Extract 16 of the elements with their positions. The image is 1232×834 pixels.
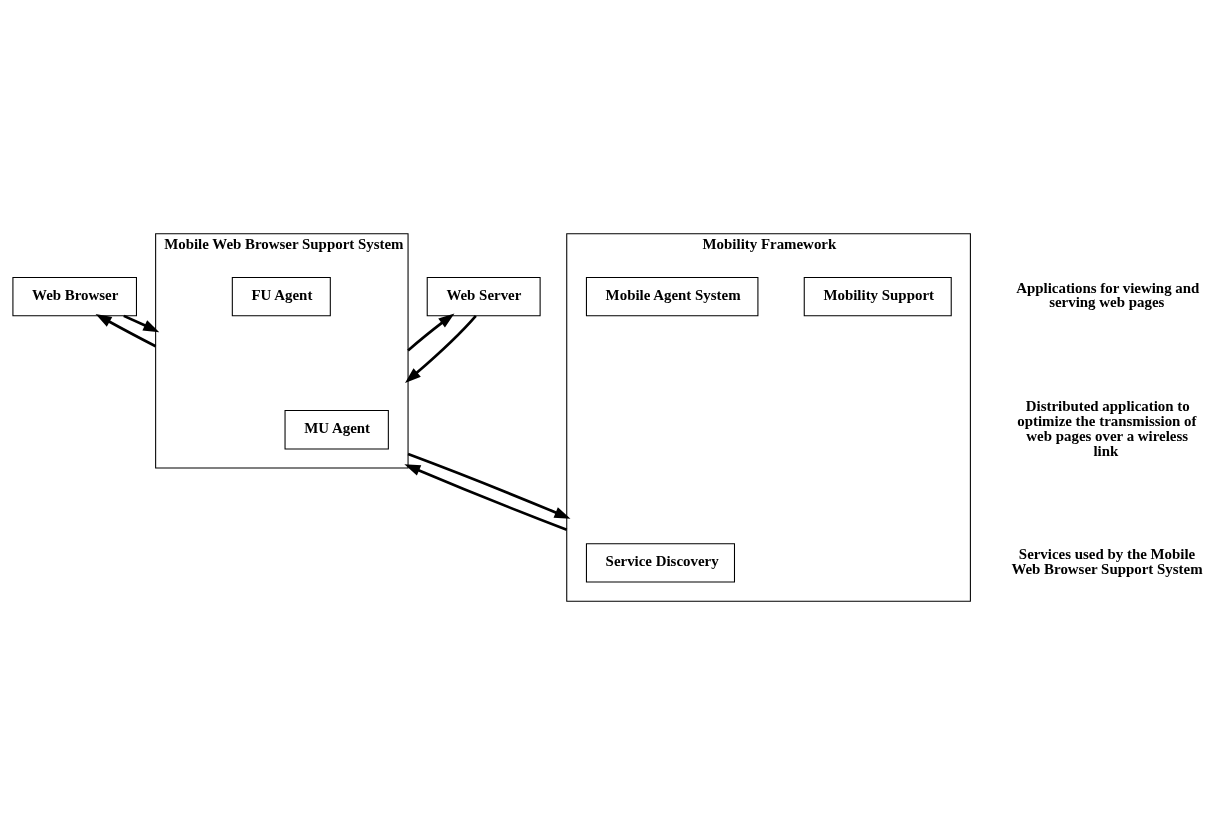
node-box: Service Discovery [585,542,736,583]
node-box: FU Agent [231,276,331,316]
arrow [407,313,455,351]
arrow [123,314,160,332]
node-box: Mobility Support [803,276,952,316]
node-box: Mobile Agent System [585,276,759,316]
node-box: MU Agent [284,409,389,449]
arrow [405,314,477,383]
arrow [95,313,157,347]
label: Services used by the Mobile Web Browser Support System [1011,545,1203,577]
arrow [407,452,571,519]
label: Applications for viewing and serving web pages [1016,279,1200,310]
label: Distributed application to optimize the transmission of web pages over a wireless link [1017,397,1197,459]
node-box: Web Browser [12,276,137,316]
node-box: Web Server [426,276,541,316]
arrow [404,463,568,531]
